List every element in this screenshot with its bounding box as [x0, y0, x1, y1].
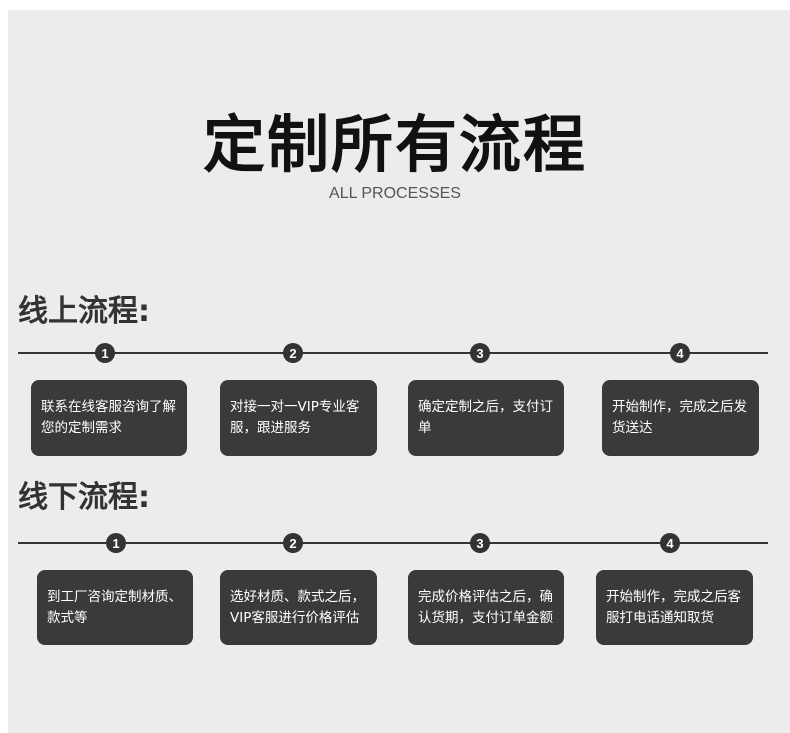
online-section-title: 线上流程: — [18, 294, 150, 329]
offline-step-2-text: 选好材质、款式之后，VIP客服进行价格评估 — [230, 588, 365, 626]
offline-step-4-number: 4 — [660, 533, 680, 553]
online-step-3-number: 3 — [470, 343, 490, 363]
offline-step-4-card: 开始制作，完成之后客服打电话通知取货 — [596, 570, 753, 645]
online-step-4-card: 开始制作，完成之后发货送达 — [602, 380, 759, 456]
online-step-3-text: 确定定制之后，支付订单 — [418, 399, 553, 436]
page-subtitle: ALL PROCESSES — [329, 185, 461, 202]
online-step-1-card: 联系在线客服咨询了解您的定制需求 — [31, 380, 187, 456]
offline-step-1-card: 到工厂咨询定制材质、款式等 — [37, 570, 193, 645]
offline-step-3-number: 3 — [470, 533, 490, 553]
offline-timeline — [18, 542, 768, 544]
offline-section-title: 线下流程: — [18, 480, 150, 515]
online-step-1-text: 联系在线客服咨询了解您的定制需求 — [41, 399, 176, 436]
offline-step-3-card: 完成价格评估之后，确认货期，支付订单金额 — [408, 570, 564, 645]
offline-step-4-text: 开始制作，完成之后客服打电话通知取货 — [606, 588, 741, 626]
online-step-2-card: 对接一对一VIP专业客服，跟进服务 — [220, 380, 377, 456]
offline-step-2-card: 选好材质、款式之后，VIP客服进行价格评估 — [220, 570, 377, 645]
online-step-2-number: 2 — [283, 343, 303, 363]
online-timeline — [18, 352, 768, 354]
offline-step-2-number: 2 — [283, 533, 303, 553]
online-step-2-text: 对接一对一VIP专业客服，跟进服务 — [230, 399, 360, 436]
online-step-1-number: 1 — [95, 343, 115, 363]
offline-step-1-number: 1 — [106, 533, 126, 553]
online-step-4-text: 开始制作，完成之后发货送达 — [612, 399, 747, 436]
offline-step-3-text: 完成价格评估之后，确认货期，支付订单金额 — [418, 588, 553, 626]
page-title: 定制所有流程 — [202, 108, 587, 181]
online-step-3-card: 确定定制之后，支付订单 — [408, 380, 564, 456]
offline-step-1-text: 到工厂咨询定制材质、款式等 — [47, 588, 182, 626]
online-step-4-number: 4 — [670, 343, 690, 363]
